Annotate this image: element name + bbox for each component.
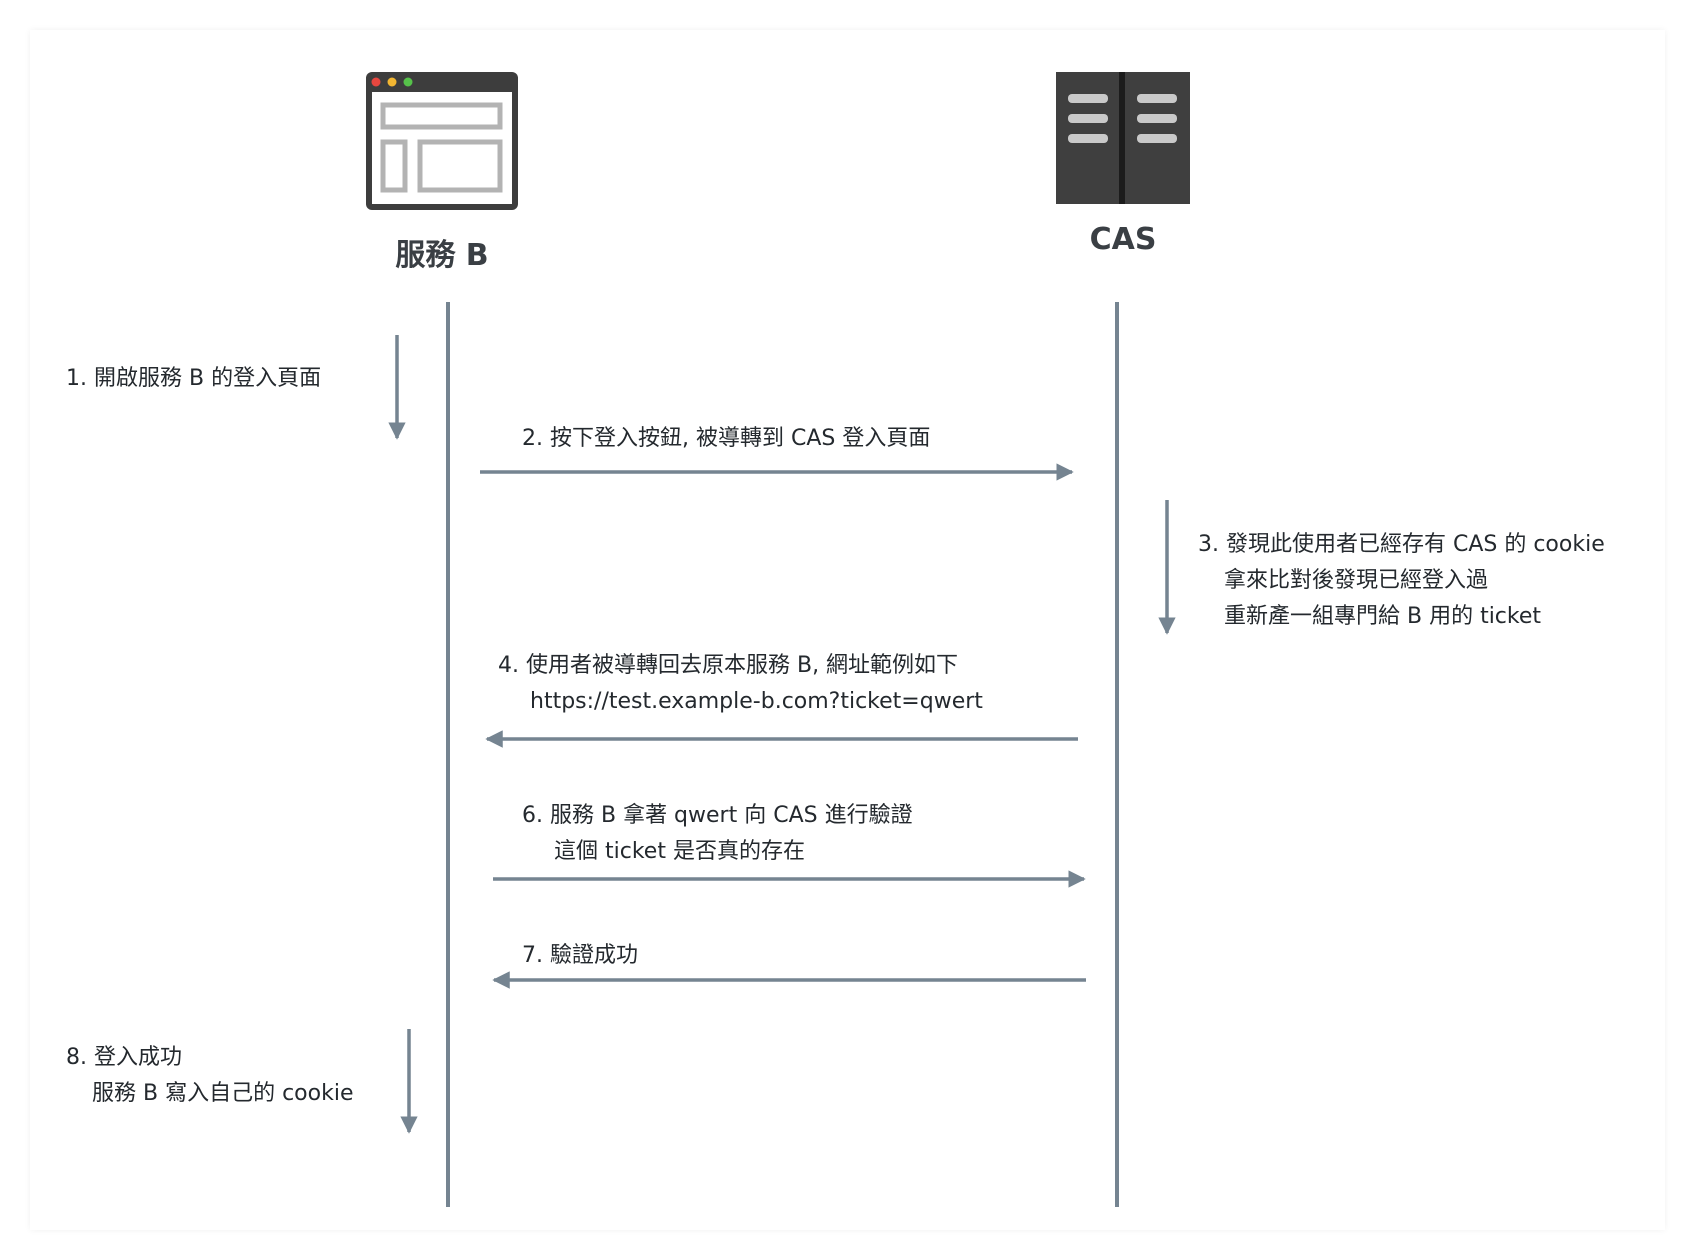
diagram-canvas [30, 30, 1665, 1230]
actor-label-cas: CAS [1089, 222, 1157, 257]
step-2-label: 2. 按下登入按鈕, 被導轉到 CAS 登入頁面 [522, 421, 930, 457]
step-4-label: 4. 使用者被導轉回去原本服務 B, 網址範例如下 https://test.e… [498, 648, 983, 720]
step-7-label: 7. 驗證成功 [522, 938, 638, 974]
step-8-line-1: 8. 登入成功 [66, 1045, 182, 1070]
step-6-line-1: 6. 服務 B 拿著 qwert 向 CAS 進行驗證 [522, 803, 913, 828]
step-3-label: 3. 發現此使用者已經存有 CAS 的 cookie 拿來比對後發現已經登入過 … [1198, 527, 1605, 635]
step-3-line-2: 拿來比對後發現已經登入過 [1224, 568, 1489, 593]
step-7-line-1: 7. 驗證成功 [522, 943, 638, 968]
server-icon [1056, 72, 1190, 204]
step-3-line-1: 3. 發現此使用者已經存有 CAS 的 cookie [1198, 532, 1605, 557]
step-8-label: 8. 登入成功 服務 B 寫入自己的 cookie [66, 1040, 353, 1112]
step-4-line-1: 4. 使用者被導轉回去原本服務 B, 網址範例如下 [498, 653, 959, 678]
browser-window-icon [366, 72, 518, 210]
step-2-line-1: 2. 按下登入按鈕, 被導轉到 CAS 登入頁面 [522, 426, 931, 451]
step-1-line-1: 1. 開啟服務 B 的登入頁面 [66, 366, 322, 391]
step-8-line-2: 服務 B 寫入自己的 cookie [92, 1081, 354, 1106]
step-1-label: 1. 開啟服務 B 的登入頁面 [66, 361, 321, 397]
actor-label-service-b: 服務 B [395, 238, 489, 273]
step-6-label: 6. 服務 B 拿著 qwert 向 CAS 進行驗證 這個 ticket 是否… [522, 798, 913, 870]
step-6-line-2: 這個 ticket 是否真的存在 [554, 839, 805, 864]
step-3-line-3: 重新產一組專門給 B 用的 ticket [1224, 604, 1542, 629]
step-4-url: https://test.example-b.com?ticket=qwert [530, 689, 983, 714]
